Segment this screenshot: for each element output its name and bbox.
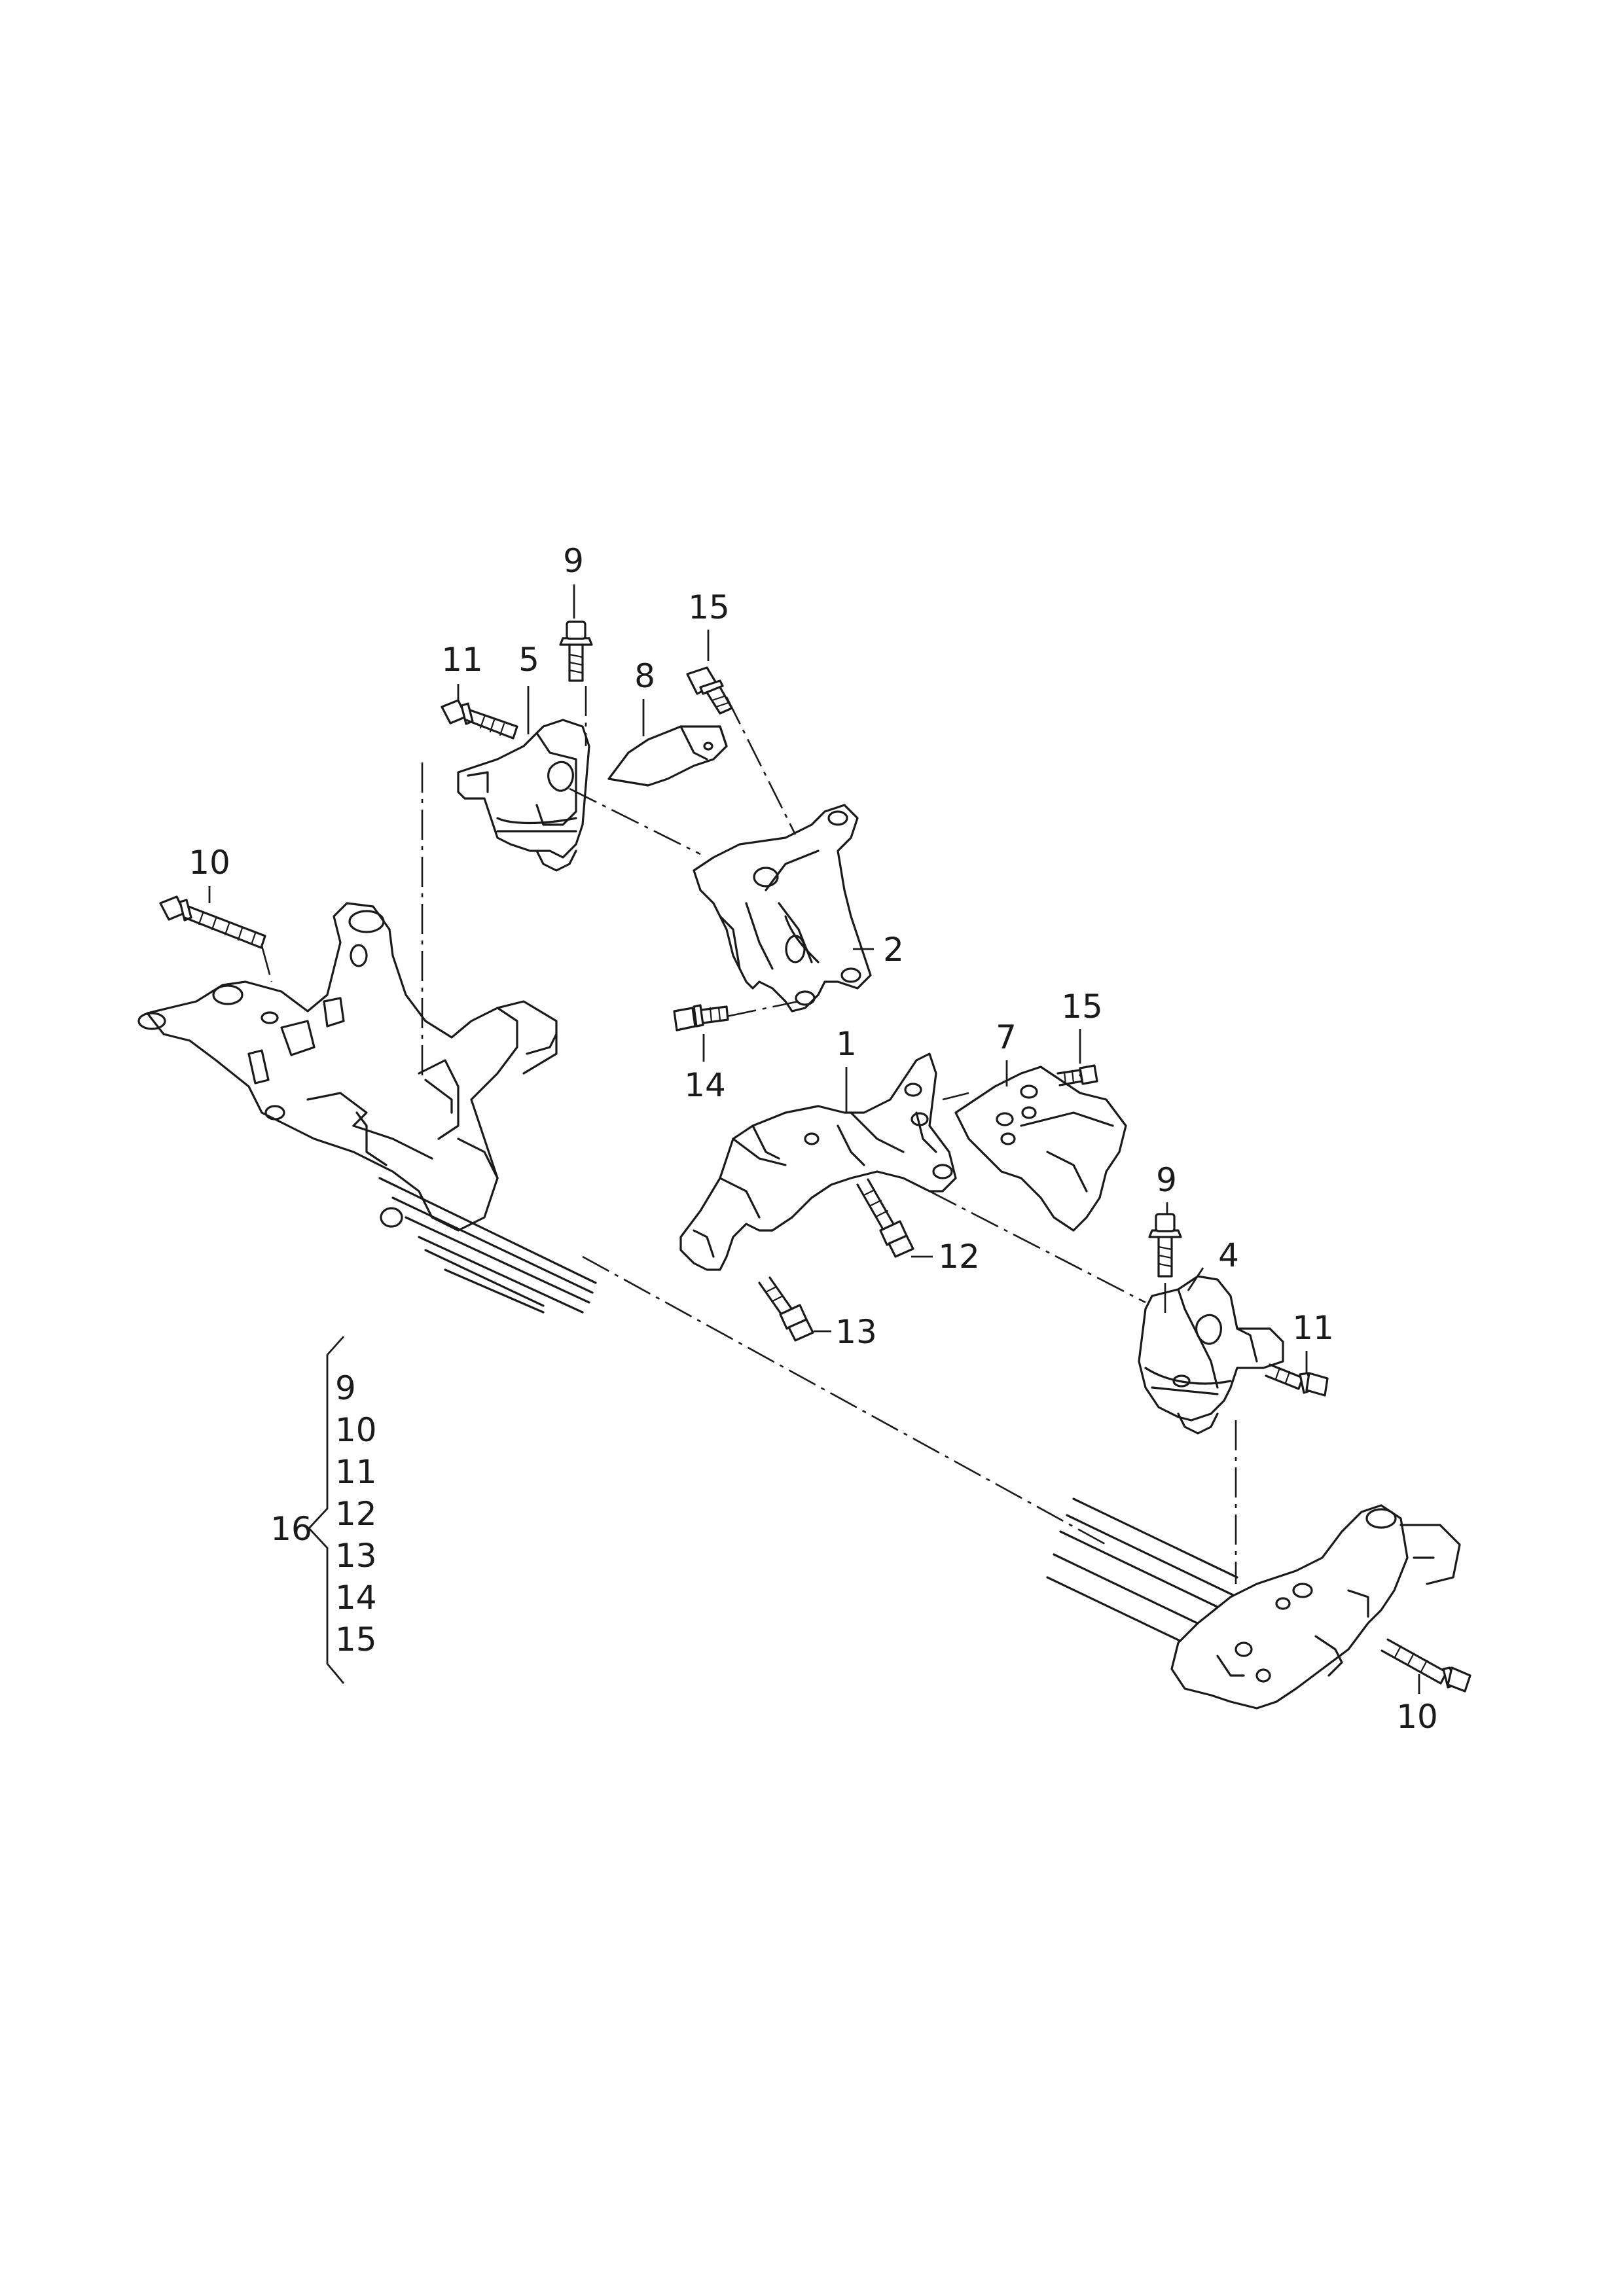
part-5-engine-mount bbox=[457, 719, 590, 872]
callout-10-right: 10 bbox=[1396, 1698, 1438, 1736]
callout-13: 13 bbox=[835, 1313, 877, 1351]
kit-item: 13 bbox=[335, 1537, 377, 1575]
subframe-right bbox=[1046, 1498, 1461, 1710]
bolt-14 bbox=[673, 1004, 729, 1031]
kit-number: 16 bbox=[270, 1510, 312, 1548]
kit-item: 14 bbox=[335, 1579, 377, 1617]
callout-10-left: 10 bbox=[189, 844, 230, 882]
part-4-gearbox-mount bbox=[1138, 1275, 1284, 1435]
assembly-lines bbox=[261, 686, 1237, 1584]
bolt-15-upper bbox=[686, 666, 733, 715]
callout-labels: 9 15 11 5 8 10 2 14 1 7 15 9 4 12 13 11 … bbox=[189, 542, 1438, 1736]
kit-item: 12 bbox=[335, 1495, 377, 1533]
callout-1: 1 bbox=[836, 1025, 857, 1063]
kit-item: 9 bbox=[335, 1369, 356, 1407]
callout-14: 14 bbox=[684, 1066, 726, 1104]
part-1-gearbox-support bbox=[679, 1052, 957, 1271]
callout-11-right: 11 bbox=[1292, 1309, 1334, 1347]
bolt-9-upper bbox=[559, 620, 593, 682]
callout-4: 4 bbox=[1218, 1236, 1239, 1274]
callout-15-upper: 15 bbox=[688, 588, 730, 626]
part-8-heat-shield bbox=[607, 725, 728, 787]
subframe-left bbox=[137, 902, 597, 1314]
leader-lines bbox=[208, 584, 1420, 1694]
callout-2: 2 bbox=[883, 931, 904, 969]
callout-12: 12 bbox=[938, 1238, 980, 1276]
part-7-heat-shield bbox=[954, 1066, 1127, 1232]
bolt-11-right bbox=[1265, 1363, 1329, 1397]
bolt-13 bbox=[758, 1276, 814, 1342]
bolt-9-right bbox=[1148, 1213, 1182, 1278]
bolt-15-right bbox=[1056, 1064, 1098, 1086]
bolt-10-left bbox=[159, 895, 266, 949]
callout-7: 7 bbox=[996, 1018, 1017, 1056]
callout-9-right: 9 bbox=[1156, 1161, 1177, 1199]
bolt-10-right bbox=[1380, 1638, 1471, 1693]
kit-item: 10 bbox=[335, 1411, 377, 1449]
kit-legend: 16 9 10 11 12 13 14 15 bbox=[270, 1369, 376, 1659]
kit-item: 11 bbox=[335, 1453, 377, 1491]
part-2-engine-bracket bbox=[693, 804, 872, 1013]
callout-15-right: 15 bbox=[1061, 988, 1103, 1026]
kit-item: 15 bbox=[335, 1621, 377, 1659]
bolt-11-left bbox=[441, 699, 518, 740]
callout-8: 8 bbox=[634, 657, 655, 695]
callout-5: 5 bbox=[518, 641, 539, 679]
bolt-12 bbox=[856, 1178, 914, 1258]
callout-9-upper: 9 bbox=[563, 542, 584, 580]
callout-11-left: 11 bbox=[441, 641, 483, 679]
